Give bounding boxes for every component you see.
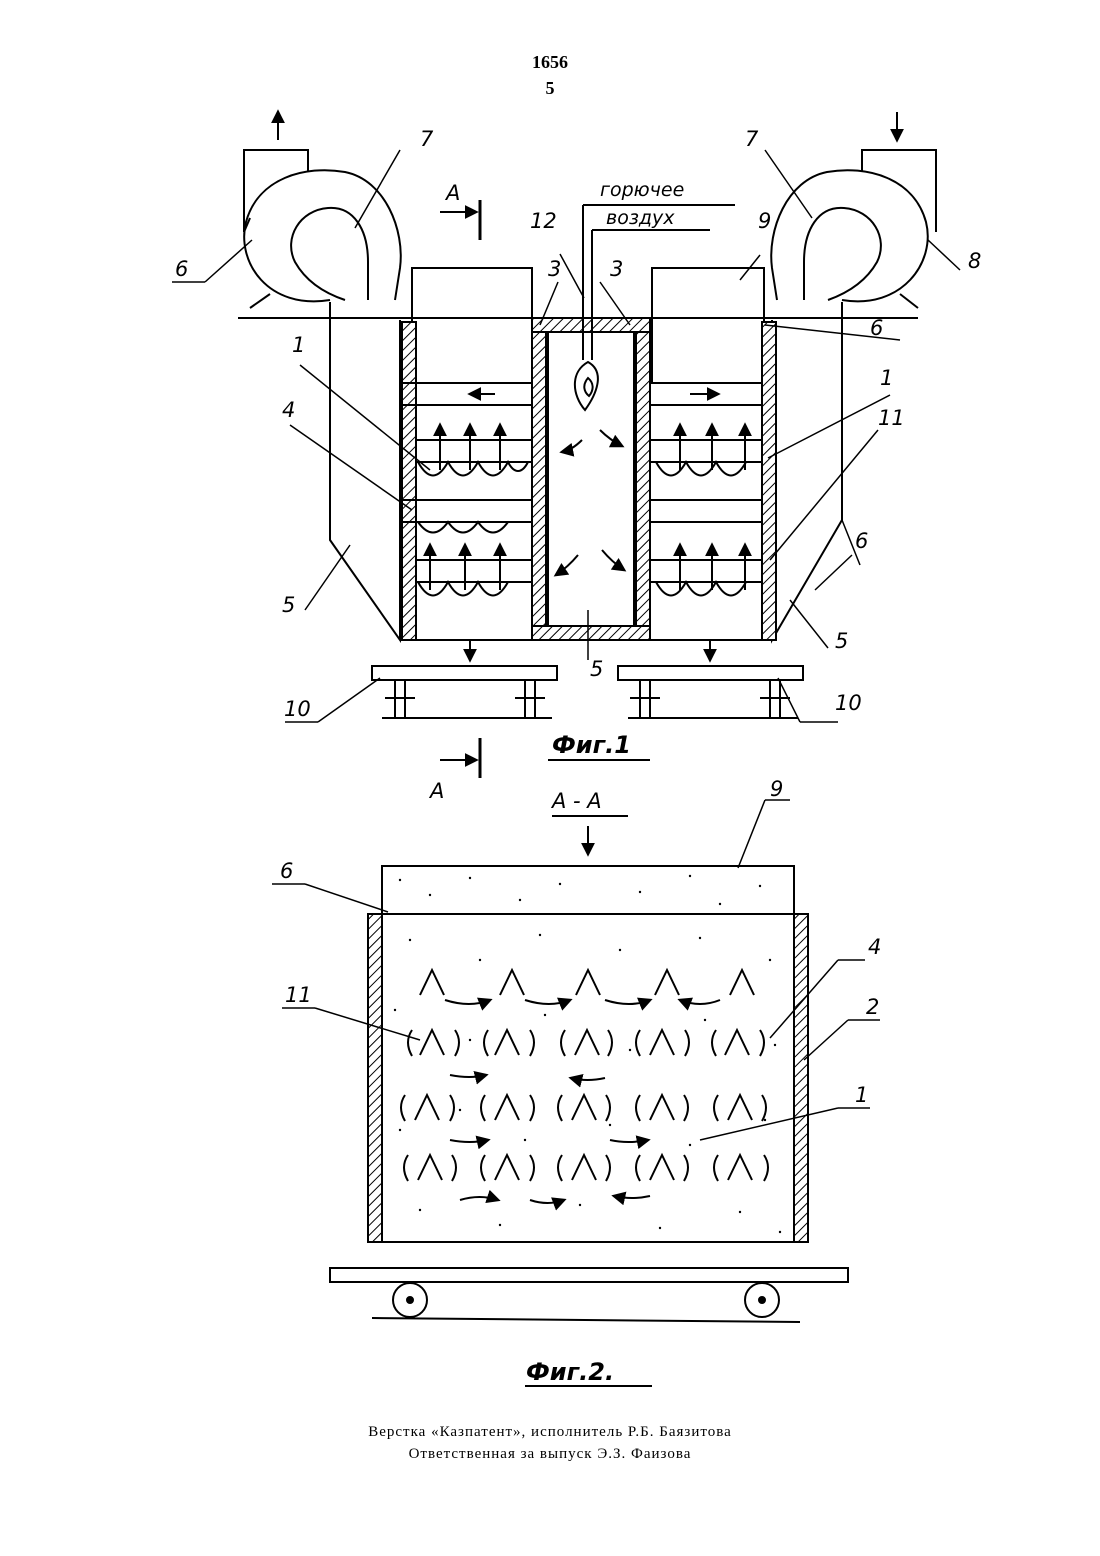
right-inner-wall-hatch bbox=[636, 330, 650, 640]
left-wall-hatch-2 bbox=[368, 914, 382, 1242]
fuel-label: горючее bbox=[600, 179, 684, 201]
callout-10-right: 10 bbox=[835, 691, 862, 715]
load-block bbox=[382, 866, 794, 914]
figure-2 bbox=[272, 800, 880, 1386]
right-chamber-top-box bbox=[652, 268, 764, 383]
callout-6-right-top: 6 bbox=[870, 316, 883, 340]
callout-12: 12 bbox=[530, 209, 557, 233]
trolley bbox=[330, 1268, 848, 1322]
callout-8: 8 bbox=[968, 249, 981, 273]
chamber-body bbox=[382, 914, 794, 1242]
callout-7-right: 7 bbox=[745, 127, 759, 151]
right-fan bbox=[771, 150, 936, 308]
combustion-floor-hatch bbox=[532, 626, 650, 640]
callout-3-right: 3 bbox=[610, 257, 623, 281]
burner bbox=[575, 205, 735, 410]
left-chamber-top-box bbox=[412, 268, 532, 383]
callout-4: 4 bbox=[282, 398, 295, 422]
callout-7-left: 7 bbox=[420, 127, 434, 151]
combustion-chamber bbox=[548, 332, 634, 626]
callout-5-right: 5 bbox=[835, 629, 848, 653]
callout-11: 11 bbox=[878, 406, 905, 430]
callout-5-center: 5 bbox=[590, 657, 603, 681]
callout-9: 9 bbox=[758, 209, 771, 233]
figure-2-caption: Фиг.2. bbox=[526, 1358, 614, 1386]
leader-lines-2 bbox=[272, 800, 880, 1386]
section-title: A - A bbox=[550, 789, 602, 813]
air-label: воздух bbox=[606, 207, 675, 229]
callout-6-left: 6 bbox=[175, 257, 188, 281]
circulation-pattern bbox=[401, 970, 768, 1203]
callout-1-f2: 1 bbox=[855, 1083, 868, 1107]
left-wall-hatch bbox=[402, 322, 416, 640]
callout-6-f2: 6 bbox=[280, 859, 293, 883]
callout-1-right: 1 bbox=[880, 366, 893, 390]
section-marker-top bbox=[440, 200, 480, 240]
right-wall-hatch-2 bbox=[794, 914, 808, 1242]
left-fan bbox=[244, 150, 401, 308]
callout-11-f2: 11 bbox=[285, 983, 312, 1007]
callout-5-left: 5 bbox=[282, 593, 295, 617]
callout-10-left: 10 bbox=[284, 697, 311, 721]
right-wall-hatch bbox=[762, 322, 776, 640]
section-letter-top: A bbox=[444, 181, 460, 205]
left-inner-wall-hatch bbox=[532, 330, 546, 640]
callout-3-left: 3 bbox=[548, 257, 561, 281]
footer-line-1: Верстка «Казпатент», исполнитель Р.Б. Ба… bbox=[0, 1424, 1100, 1441]
left-shelves bbox=[402, 383, 532, 596]
left-housing bbox=[330, 302, 400, 640]
callout-2-f2: 2 bbox=[866, 995, 879, 1019]
right-housing bbox=[772, 302, 842, 640]
right-cart bbox=[618, 666, 803, 718]
flow-arrows bbox=[278, 112, 897, 660]
section-letter-bottom: A bbox=[428, 779, 444, 803]
footer-line-2: Ответственная за выпуск Э.З. Фаизова bbox=[0, 1446, 1100, 1463]
figure-1 bbox=[172, 112, 960, 778]
callout-9-f2: 9 bbox=[770, 777, 783, 801]
callout-4-f2: 4 bbox=[868, 935, 881, 959]
left-cart bbox=[372, 666, 557, 718]
callout-6-right-mid: 6 bbox=[855, 529, 868, 553]
callout-1-left: 1 bbox=[292, 333, 305, 357]
figure-1-caption: Фиг.1 bbox=[552, 731, 631, 759]
section-marker-bottom bbox=[440, 738, 480, 778]
